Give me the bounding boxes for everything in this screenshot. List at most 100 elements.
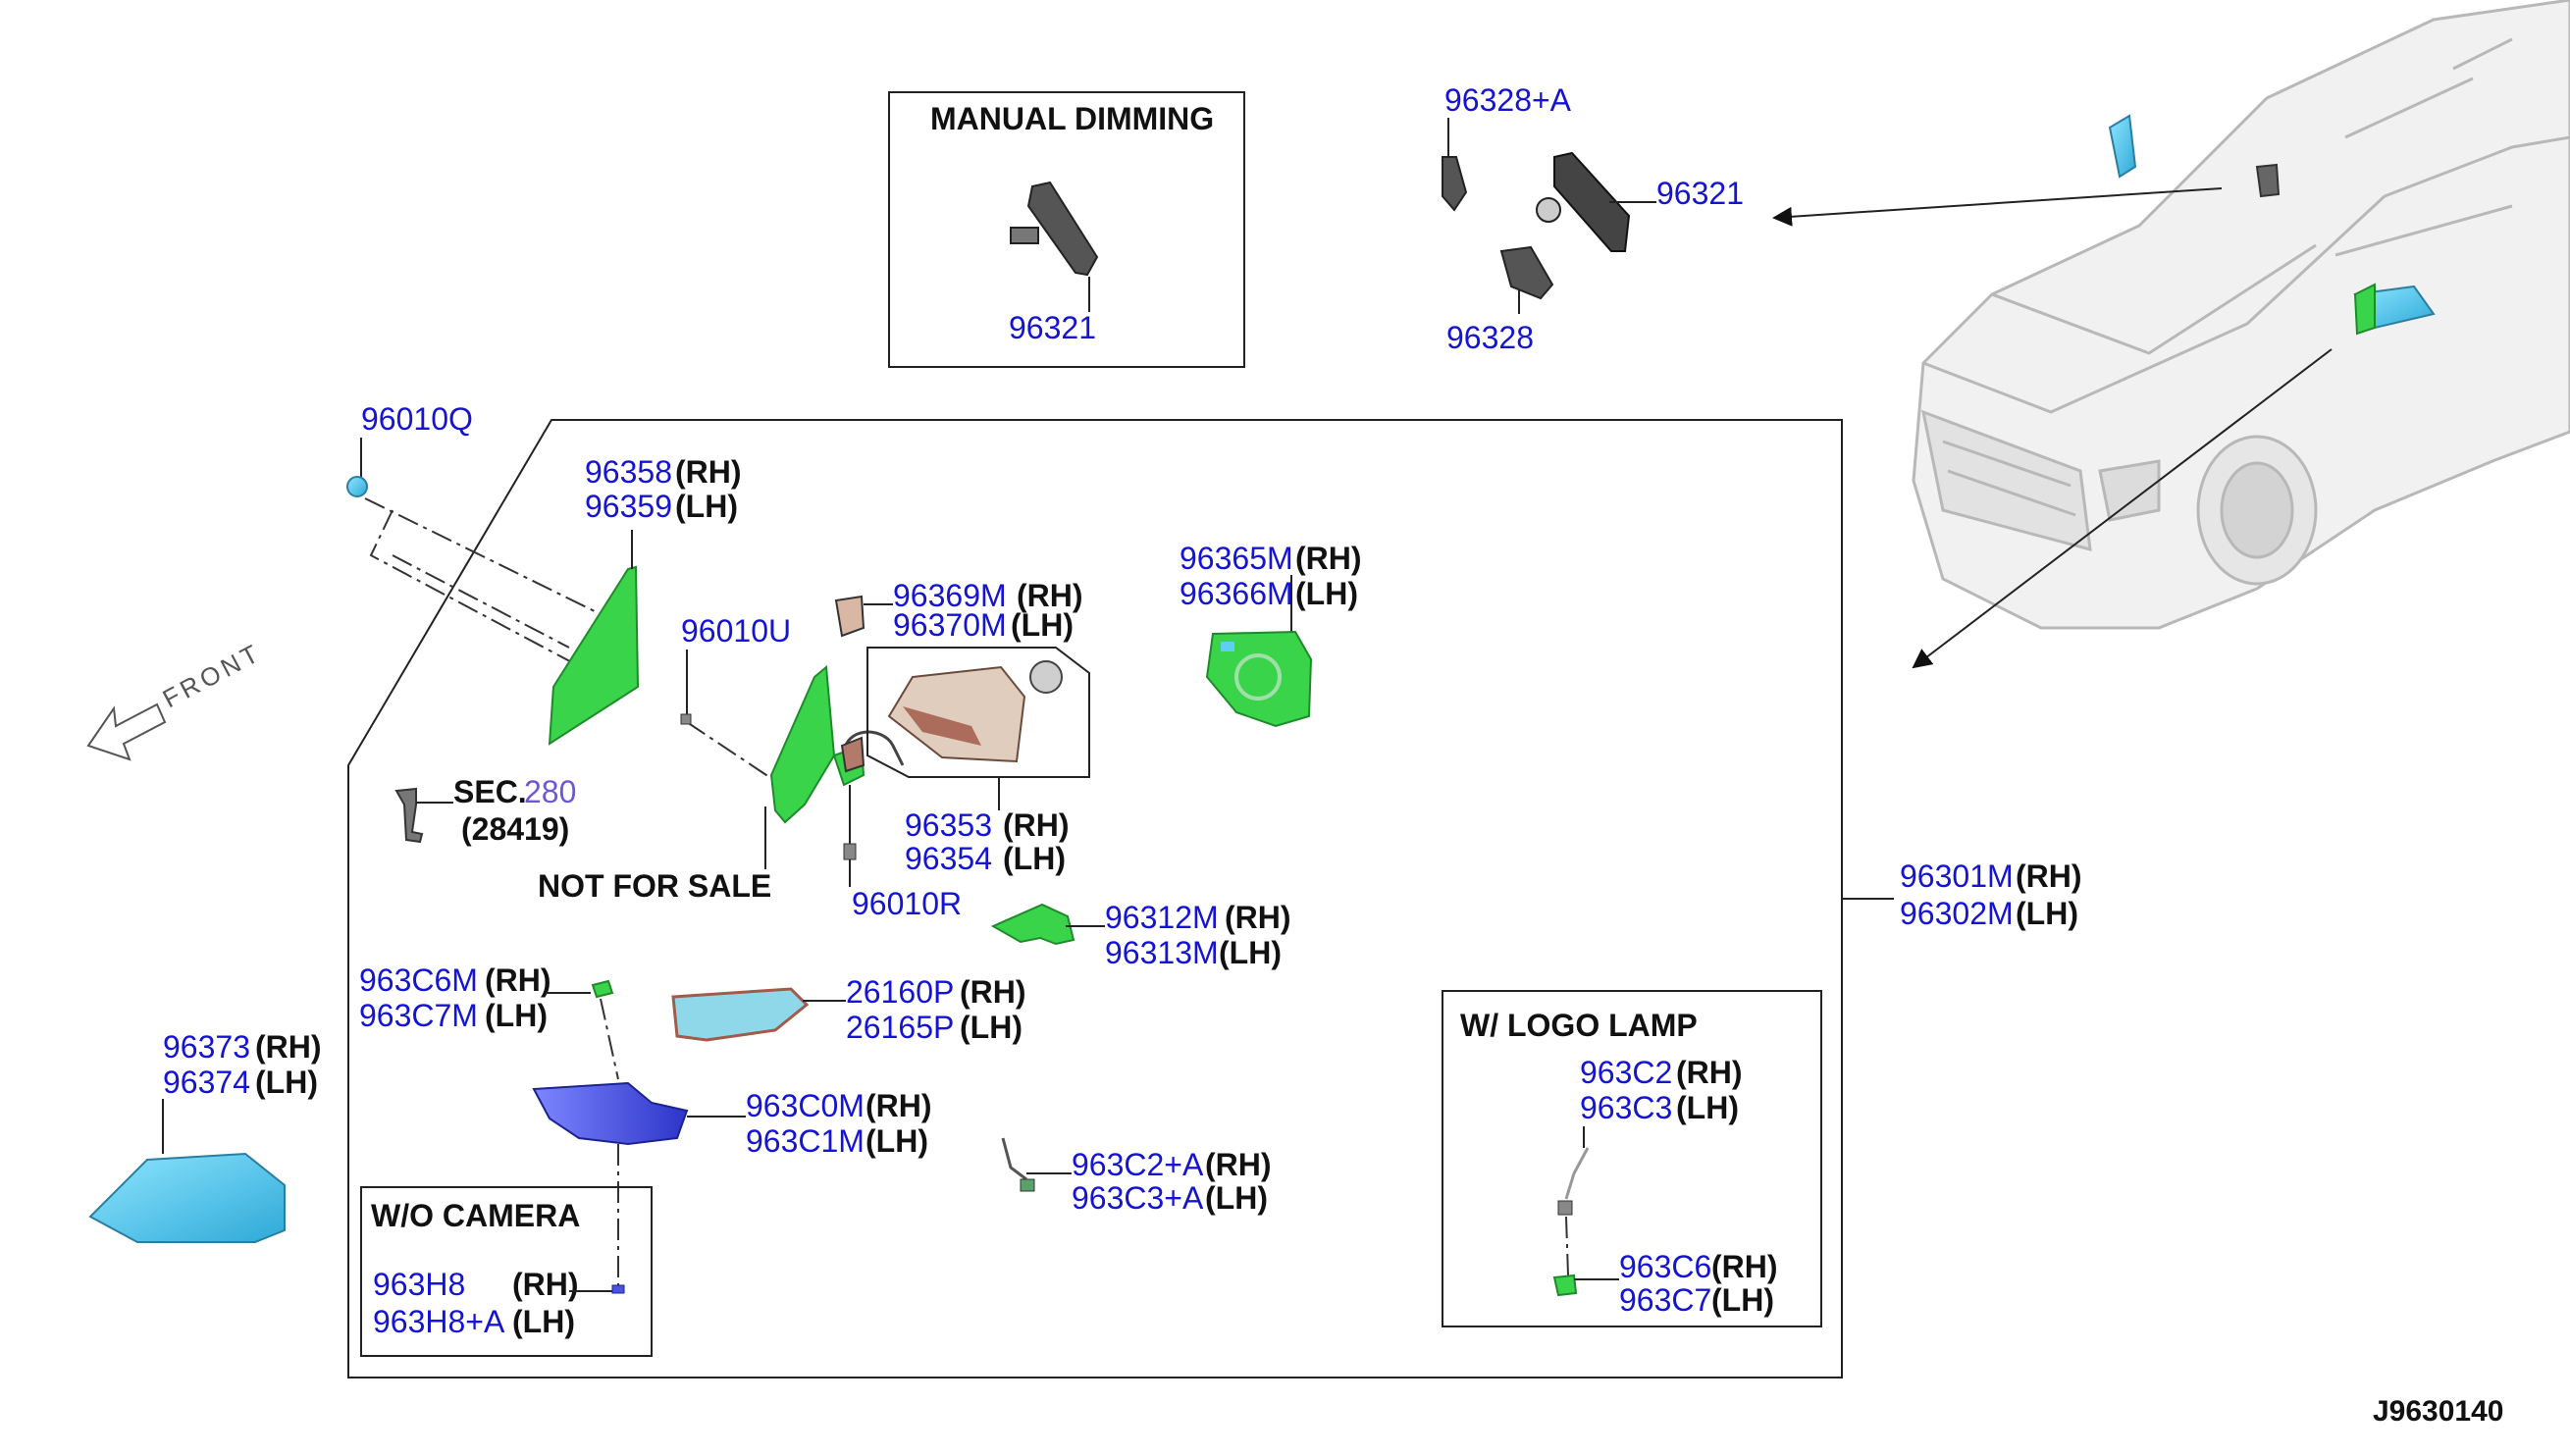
front-label: FRONT <box>158 637 267 713</box>
part-963c0m: 963C0M <box>746 1088 865 1123</box>
part-96369m: 96369M <box>893 578 1007 613</box>
side-96358: (RH) <box>675 454 742 490</box>
vehicle-inner-mirror-icon <box>2255 163 2281 198</box>
part-963c3: 963C3 <box>1580 1090 1672 1125</box>
manual-dimming-box <box>888 91 1245 368</box>
part-96373: 96373 <box>163 1029 250 1065</box>
side-96301m: (RH) <box>2016 858 2082 894</box>
w-logo-lamp-box <box>1442 990 1822 1327</box>
side-963c2: (RH) <box>1676 1055 1743 1090</box>
part-96313m: 96313M <box>1105 935 1219 970</box>
part-963c7m: 963C7M <box>359 998 478 1033</box>
logo-lamp-963c6-icon <box>1552 1274 1578 1297</box>
part-96365m: 96365M <box>1180 541 1293 576</box>
sec-sub-label: (28419) <box>461 811 569 847</box>
part-96328a: 96328+A <box>1444 82 1572 118</box>
not-for-sale-label: NOT FOR SALE <box>538 868 771 904</box>
part-96010r: 96010R <box>852 886 962 921</box>
harness-963c2a-icon <box>1001 1137 1027 1181</box>
screw-96010r-icon <box>843 843 857 860</box>
side-963c2a: (RH) <box>1205 1147 1272 1182</box>
harness-963c2-icon <box>1564 1147 1590 1200</box>
screw-96010u-icon <box>680 713 692 725</box>
inner-mirror-manual-icon <box>1010 181 1099 277</box>
part-96370m: 96370M <box>893 607 1007 643</box>
mirror-base-96010-icon <box>769 665 836 824</box>
side-963c0m: (RH) <box>865 1088 932 1123</box>
part-96321-manual: 96321 <box>1009 310 1096 345</box>
side-96302m: (LH) <box>2016 896 2078 931</box>
connector-963c2a-icon <box>1020 1178 1035 1192</box>
side-963c7m: (LH) <box>485 998 548 1033</box>
part-26160p: 26160P <box>846 974 954 1010</box>
part-963c2a: 963C2+A <box>1072 1147 1204 1182</box>
housing-96353-box <box>866 647 1090 778</box>
bracket-963c0m-icon <box>532 1081 689 1146</box>
main-assembly-outline <box>347 419 1843 1378</box>
motor-96353-icon <box>1029 660 1063 694</box>
side-96374: (LH) <box>255 1065 318 1100</box>
mirror-housing-96353-icon <box>887 665 1026 763</box>
part-96312m: 96312M <box>1105 900 1219 935</box>
part-96301m: 96301M <box>1900 858 2014 894</box>
side-96354: (LH) <box>1003 841 1066 876</box>
part-963h8a: 963H8+A <box>373 1304 505 1339</box>
side-96373: (RH) <box>255 1029 322 1065</box>
side-96312m: (RH) <box>1225 900 1291 935</box>
part-963h8: 963H8 <box>373 1267 465 1302</box>
part-96366m: 96366M <box>1180 576 1293 611</box>
side-963h8a: (LH) <box>512 1304 575 1339</box>
part-96302m: 96302M <box>1900 896 2014 931</box>
camera-963c6m-icon <box>591 979 614 999</box>
side-963h8: (RH) <box>512 1267 579 1302</box>
part-26165p: 26165P <box>846 1010 954 1045</box>
part-963c2: 963C2 <box>1580 1055 1672 1090</box>
side-96365m: (RH) <box>1295 541 1362 576</box>
vehicle-mirror-left-icon <box>2108 114 2137 179</box>
side-26160p: (RH) <box>960 974 1026 1010</box>
inner-mirror-auto-icon <box>1536 151 1631 252</box>
side-96369m: (RH) <box>1017 578 1083 613</box>
side-963c7: (LH) <box>1711 1282 1774 1318</box>
base-cover-96358-icon <box>548 565 640 746</box>
w-logo-lamp-title: W/ LOGO LAMP <box>1460 1008 1698 1043</box>
part-96010u: 96010U <box>681 613 791 649</box>
sec-280-part-icon <box>394 787 424 844</box>
front-arrow-icon: FRONT <box>86 637 267 761</box>
part-963c3a: 963C3+A <box>1072 1180 1204 1216</box>
part-963c7: 963C7 <box>1619 1282 1711 1318</box>
part-96321: 96321 <box>1656 176 1744 211</box>
side-963c6m: (RH) <box>485 962 551 998</box>
cover-96312m-icon <box>990 903 1075 946</box>
side-963c1m: (LH) <box>865 1123 928 1159</box>
mirror-cap-96373-icon <box>88 1152 286 1243</box>
side-963c3a: (LH) <box>1205 1180 1268 1216</box>
side-96353: (RH) <box>1003 807 1070 843</box>
part-96374: 96374 <box>163 1065 250 1100</box>
part-96358: 96358 <box>585 454 672 490</box>
side-96359: (LH) <box>675 489 738 524</box>
manual-dimming-title: MANUAL DIMMING <box>930 101 1214 136</box>
side-96370m: (LH) <box>1011 607 1074 643</box>
turn-lamp-26160p-icon <box>671 987 810 1042</box>
connector-963c2-icon <box>1557 1200 1573 1216</box>
diagram-id: J9630140 <box>2373 1395 2503 1428</box>
side-963c3: (LH) <box>1676 1090 1739 1125</box>
side-96366m: (LH) <box>1295 576 1358 611</box>
part-96359: 96359 <box>585 489 672 524</box>
actuator-96369m-icon <box>834 595 865 638</box>
seal-96010q-icon <box>346 476 368 497</box>
vehicle-illustration <box>1912 0 2570 630</box>
mirror-cover-icon <box>1499 245 1554 300</box>
part-96353: 96353 <box>905 807 992 843</box>
sec-number: 280 <box>524 774 576 809</box>
side-963c6: (RH) <box>1711 1249 1778 1284</box>
wo-camera-title: W/O CAMERA <box>371 1198 580 1233</box>
mirror-glass-96365m-icon <box>1205 630 1313 728</box>
mirror-bracket-icon <box>1442 156 1468 212</box>
part-96354: 96354 <box>905 841 992 876</box>
part-96010q: 96010Q <box>361 401 473 437</box>
side-26165p: (LH) <box>960 1010 1023 1045</box>
part-963c6m: 963C6M <box>359 962 478 998</box>
